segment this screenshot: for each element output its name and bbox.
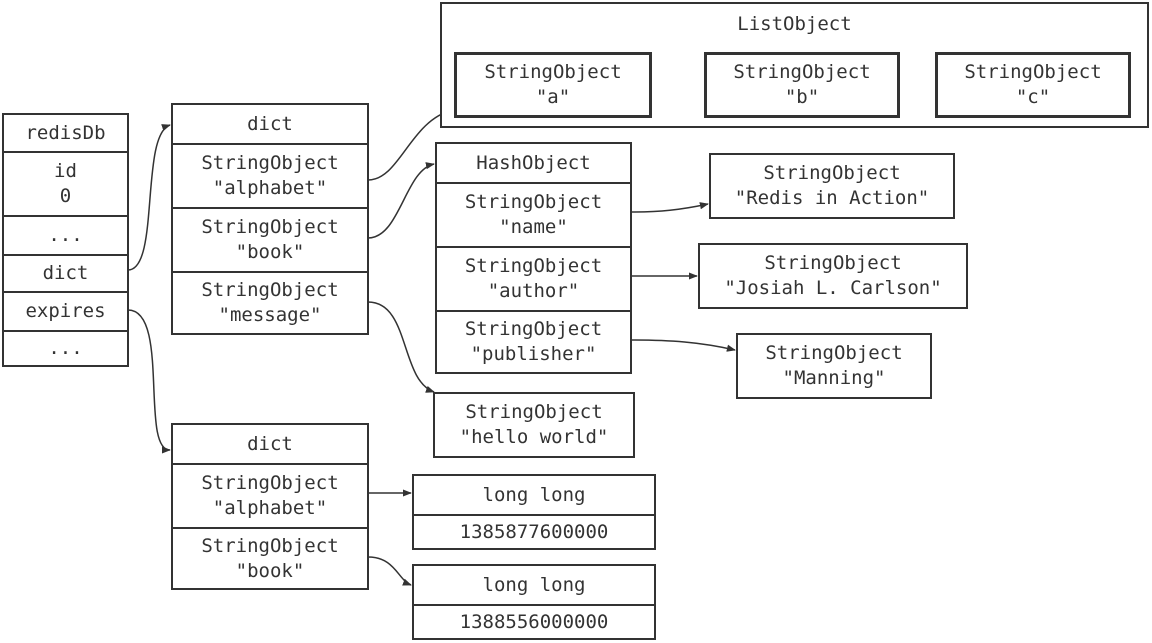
expire-value-type: long long: [414, 566, 654, 604]
list-item: StringObject "b": [704, 52, 900, 118]
field-type: StringObject: [464, 318, 603, 340]
item-value: "b": [784, 86, 820, 108]
hash-object-header: HashObject: [437, 144, 630, 182]
main-dict-struct: dict StringObject "alphabet" StringObjec…: [171, 103, 369, 335]
hash-object-header-text: HashObject: [476, 151, 591, 174]
arrow-name-to-value: [630, 202, 709, 213]
redisdb-id-value: 0: [59, 185, 72, 207]
list-item: StringObject "c": [935, 52, 1131, 118]
redisdb-header-text: redisDb: [25, 121, 106, 144]
value-type: StringObject: [465, 401, 603, 423]
hash-value-content: StringObject "Josiah L. Carlson": [700, 245, 966, 307]
field-type: StringObject: [464, 255, 603, 277]
arrow-alphabet-to-list: [367, 108, 454, 181]
list-item: StringObject "a": [454, 52, 652, 118]
entry-type: StringObject: [201, 534, 339, 557]
hash-field: StringObject "publisher": [437, 310, 630, 372]
expire-value-number: 1385877600000: [414, 514, 654, 548]
list-item-content: StringObject "c": [938, 55, 1128, 115]
item-type: StringObject: [733, 61, 871, 83]
redisdb-expires-field: expires: [4, 291, 127, 330]
entry-value: "message": [218, 304, 322, 326]
redisdb-struct: redisDb id 0 ... dict expires ...: [2, 113, 129, 367]
hash-value-box: StringObject "Manning": [736, 333, 932, 399]
list-object-title-text: ListObject: [737, 13, 852, 35]
expires-dict-struct: dict StringObject "alphabet" StringObjec…: [171, 423, 369, 590]
value-type: StringObject: [765, 342, 903, 364]
main-dict-entry: StringObject "message": [173, 271, 367, 333]
entry-value: "alphabet": [212, 177, 328, 199]
redisdb-ellipsis-2-text: ...: [48, 337, 83, 359]
hash-value-box: StringObject "Josiah L. Carlson": [698, 243, 968, 309]
expire-value-number: 1388556000000: [414, 604, 654, 638]
redisdb-ellipsis-1: ...: [4, 215, 127, 254]
main-dict-header: dict: [173, 105, 367, 143]
expires-dict-entry: StringObject "alphabet": [173, 463, 367, 527]
list-item-content: StringObject "a": [457, 55, 649, 115]
hash-value-content: StringObject "Redis in Action": [711, 155, 953, 217]
expire-value-box: long long 1388556000000: [412, 564, 656, 640]
redisdb-id-label: id: [54, 160, 77, 182]
redisdb-ellipsis-1-text: ...: [48, 224, 83, 246]
hash-field: StringObject "name": [437, 182, 630, 246]
redisdb-ellipsis-2: ...: [4, 330, 127, 365]
expires-dict-header: dict: [173, 425, 367, 463]
value-type: long long: [482, 483, 586, 506]
main-dict-entry: StringObject "alphabet": [173, 143, 367, 207]
main-dict-entry: StringObject "book": [173, 207, 367, 271]
redisdb-expires-label: expires: [25, 300, 106, 322]
value-type: StringObject: [763, 162, 901, 184]
entry-type: StringObject: [201, 279, 339, 301]
item-value: "a": [535, 86, 571, 108]
field-value: "publisher": [470, 343, 597, 365]
entry-value: "book": [235, 241, 305, 263]
arrow-message-to-hello: [367, 301, 435, 393]
redisdb-dict-field: dict: [4, 254, 127, 291]
entry-type: StringObject: [201, 216, 339, 238]
value-text: 1388556000000: [459, 610, 609, 633]
value-text: "Manning": [782, 367, 886, 389]
hash-value-content: StringObject "Manning": [738, 335, 930, 397]
value-type: StringObject: [764, 252, 902, 274]
arrow-exp-book-to-longlong: [367, 556, 412, 586]
arrow-db-dict-to-dict: [127, 124, 171, 271]
value-text: "hello world": [459, 426, 609, 448]
value-type: long long: [482, 573, 586, 596]
item-type: StringObject: [964, 61, 1102, 83]
entry-value: "alphabet": [212, 497, 328, 519]
expires-dict-header-text: dict: [247, 432, 293, 455]
value-text: "Redis in Action": [734, 187, 930, 209]
redisdb-header: redisDb: [4, 115, 127, 151]
list-object-title: ListObject: [442, 12, 1147, 37]
message-value-box: StringObject "hello world": [433, 392, 635, 458]
entry-type: StringObject: [201, 152, 339, 174]
list-item-content: StringObject "b": [707, 55, 897, 115]
value-text: "Josiah L. Carlson": [724, 277, 942, 299]
redisdb-id-field: id 0: [4, 151, 127, 215]
entry-type: StringObject: [201, 472, 339, 494]
field-type: StringObject: [464, 191, 603, 213]
redisdb-dict-label: dict: [42, 262, 89, 284]
arrow-book-to-hash: [367, 162, 435, 239]
arrow-publisher-to-value: [630, 339, 736, 352]
expire-value-type: long long: [414, 476, 654, 514]
field-value: "author": [487, 280, 580, 302]
main-dict-header-text: dict: [247, 112, 293, 135]
entry-value: "book": [235, 559, 305, 582]
value-text: 1385877600000: [459, 520, 609, 543]
field-value: "name": [499, 216, 568, 238]
expire-value-box: long long 1385877600000: [412, 474, 656, 550]
hash-object-struct: HashObject StringObject "name" StringObj…: [435, 142, 632, 374]
item-type: StringObject: [484, 61, 622, 83]
item-value: "c": [1015, 86, 1051, 108]
arrow-db-expires-to-dict: [127, 309, 171, 454]
expires-dict-entry: StringObject "book": [173, 527, 367, 588]
hash-field: StringObject "author": [437, 246, 630, 310]
hash-value-box: StringObject "Redis in Action": [709, 153, 955, 219]
message-value-content: StringObject "hello world": [435, 394, 633, 456]
